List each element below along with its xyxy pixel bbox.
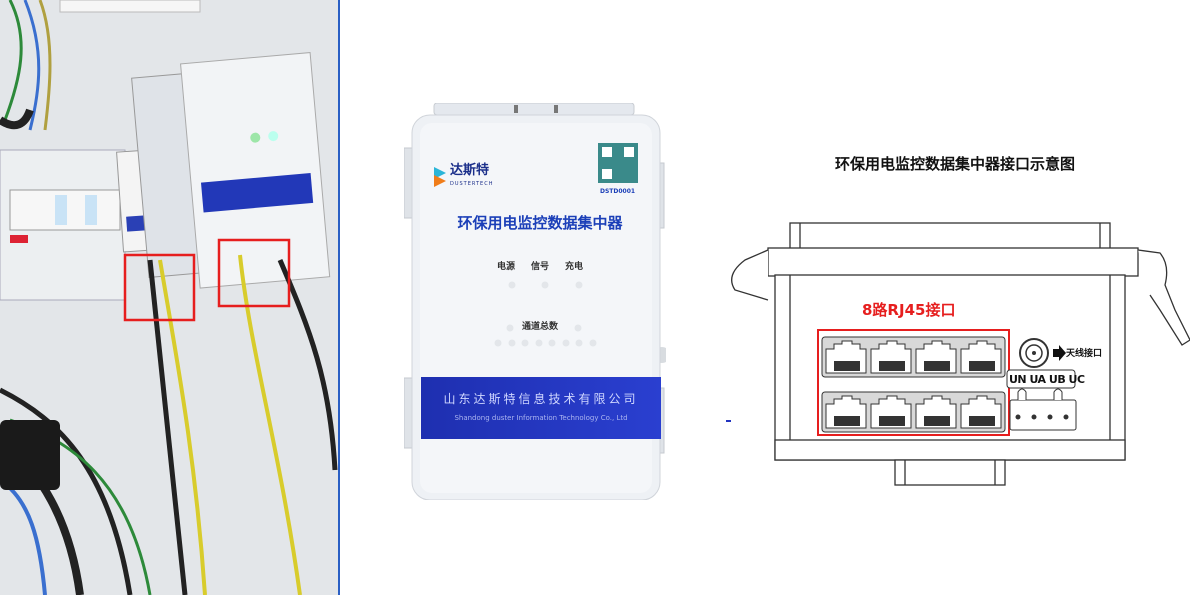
phase-terminal-label: UN UA UB UC xyxy=(1009,373,1085,386)
arrow-right-icon xyxy=(1053,345,1066,361)
installation-photo-drawing xyxy=(0,0,338,595)
antenna-label: 天线接口 xyxy=(1066,349,1103,359)
led-label-signal: 信号 xyxy=(531,262,550,272)
rj45-pins xyxy=(879,416,905,426)
highlight-box xyxy=(217,238,291,308)
channel-count-label: 通道总数 xyxy=(522,322,559,332)
company-band xyxy=(421,377,661,439)
terminal-block xyxy=(1009,388,1077,431)
rj45-pins xyxy=(924,416,950,426)
rj45-pins xyxy=(924,361,950,371)
rj45-pins xyxy=(834,416,860,426)
rj45-pins xyxy=(879,361,905,371)
rj45-port-row xyxy=(821,336,1006,378)
concentrator-device xyxy=(403,102,670,501)
brand-logo-icon xyxy=(434,167,446,179)
led-label-charge: 充电 xyxy=(565,262,584,272)
rj45-pins xyxy=(969,416,995,426)
qr-code-icon xyxy=(598,143,638,183)
highlight-box xyxy=(123,253,196,322)
company-name-en: Shandong duster Information Technology C… xyxy=(454,414,628,422)
antenna-connector-icon xyxy=(1019,338,1049,368)
brand-name-en: DUSTERTECH xyxy=(450,181,494,187)
interface-diagram xyxy=(726,222,1190,486)
led-label-power: 电源 xyxy=(497,262,516,272)
brand-name: 达斯特 xyxy=(450,163,490,178)
device-enclosure xyxy=(403,102,670,501)
rj45-pins xyxy=(969,361,995,371)
device-id: DSTD0001 xyxy=(600,188,636,195)
company-name: 山东达斯特信息技术有限公司 xyxy=(443,392,639,406)
rj45-port-row xyxy=(821,391,1006,433)
installation-photo xyxy=(0,0,340,595)
diagram-title: 环保用电监控数据集中器接口示意图 xyxy=(834,155,1075,173)
rj45-label: 8路RJ45接口 xyxy=(862,301,956,319)
rj45-pins xyxy=(834,361,860,371)
device-title: 环保用电监控数据集中器 xyxy=(457,214,623,232)
